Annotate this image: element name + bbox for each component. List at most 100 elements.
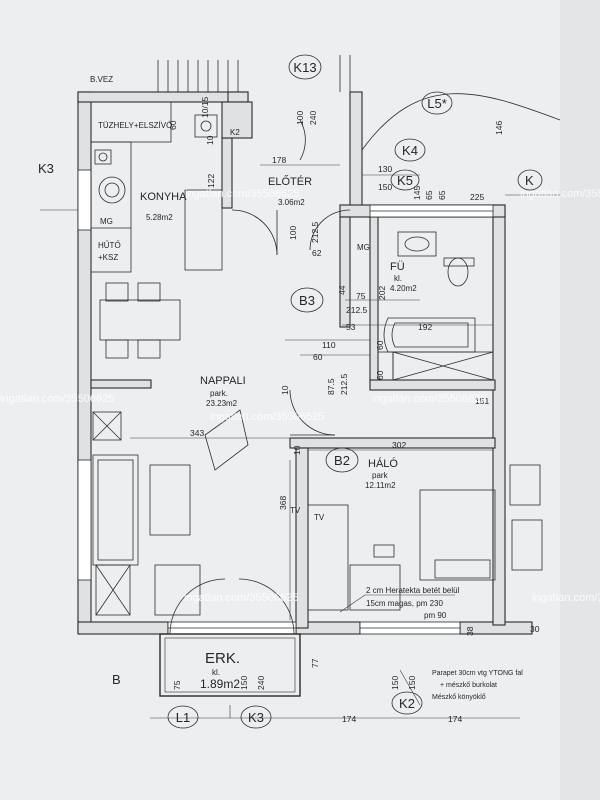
watermark: ingatlan.com/35506625 <box>184 592 298 604</box>
dim-75-b: 75 <box>172 680 182 690</box>
grid-label-k-right: K <box>525 173 534 188</box>
dim-343: 343 <box>190 428 204 438</box>
dim-368: 368 <box>278 496 288 510</box>
note-heratekta-2: 15cm magas, pm 230 <box>366 599 443 608</box>
dim-10-a: 10 <box>280 385 290 395</box>
grid-label-k3-side: K3 <box>38 161 54 176</box>
dim-60-kitchen: 60 <box>168 120 178 130</box>
dim-122: 122 <box>206 174 216 188</box>
dim-202: 202 <box>377 286 387 300</box>
dim-30: 30 <box>530 624 540 634</box>
dim-212-5-c: 212.5 <box>339 373 349 395</box>
watermark: ingatlan.com/35506625 <box>185 188 299 200</box>
dim-150-c: 150 <box>390 676 400 690</box>
note-parapet-2: + mészkő burkolat <box>440 682 497 689</box>
marker-b3 <box>290 287 324 313</box>
dimension-lines <box>40 164 560 719</box>
watermark: ingatlan.com/35506625 <box>532 592 600 604</box>
dim-75: 75 <box>356 291 366 301</box>
dim-44: 44 <box>337 285 347 295</box>
watermark: ingatlan.com/35506625 <box>372 393 486 405</box>
room-fu-kl: kl. <box>394 274 402 283</box>
room-halo-name: HÁLÓ <box>368 457 398 470</box>
label-b: B <box>112 672 121 687</box>
dim-65: 65 <box>424 190 434 200</box>
dim-178: 178 <box>272 155 286 165</box>
dim-151: 151 <box>475 396 489 406</box>
dim-212-5-b: 212.5 <box>346 305 368 315</box>
dim-60-a: 60 <box>313 352 323 362</box>
grid-label-l5: L5* <box>427 96 447 111</box>
windows <box>77 169 494 635</box>
dim-10-top: 10 <box>205 135 215 145</box>
living-furniture <box>92 409 249 616</box>
bedroom-furniture <box>307 464 543 611</box>
room-fu-name: FÜ <box>390 261 405 273</box>
dim-38: 38 <box>465 626 475 636</box>
room-konyha-area: 5.28m2 <box>146 213 173 222</box>
bathroom-fixtures <box>377 231 494 381</box>
marker-k4 <box>394 138 426 162</box>
grid-label-k2: K2 <box>399 696 415 711</box>
marker-k13 <box>288 54 322 80</box>
room-eloter-area: 3.06m2 <box>278 198 305 207</box>
dim-100-top: 100 <box>295 111 305 125</box>
label-tv-living: TV <box>290 506 301 515</box>
room-halo-area: 12.11m2 <box>365 481 396 490</box>
label-tuzhely: TÜZHELY+ELSZÍVÓ <box>98 121 172 130</box>
marker-k3 <box>240 705 272 729</box>
dim-302: 302 <box>392 440 406 450</box>
marker-l5 <box>421 91 453 115</box>
label-mg-kitchen: MG <box>100 217 113 226</box>
marker-k5 <box>390 169 420 191</box>
dim-174-b: 174 <box>448 714 462 724</box>
note-parapet-3: Mészkő könyöklő <box>432 694 486 701</box>
dim-150-d: 150 <box>407 676 417 690</box>
note-parapet-1: Parapet 30cm vtg YTONG fal <box>432 670 523 677</box>
room-halo-floor: park <box>372 471 389 480</box>
grid-label-l1: L1 <box>176 710 190 725</box>
watermark: ingatlan.com/35506625 <box>520 188 600 200</box>
room-nappali-area: 23.23m2 <box>206 399 238 408</box>
label-tv-bedroom: TV <box>314 513 325 522</box>
grid-label-k4: K4 <box>402 143 418 158</box>
balcony <box>159 633 301 697</box>
dim-60-c: 60 <box>375 370 385 380</box>
dim-174-a: 174 <box>342 714 356 724</box>
grid-label-k13: K13 <box>293 60 316 75</box>
dimension-labels: 130 150 146 225 65 145 178 122 240 100 1… <box>168 96 540 724</box>
room-erk-kl: kl. <box>212 668 220 677</box>
dim-225: 225 <box>470 192 484 202</box>
label-huto: HŰTŐ <box>98 241 121 250</box>
dim-65-b: 65 <box>437 190 447 200</box>
dim-62: 62 <box>312 248 322 258</box>
grid-markers <box>167 54 543 729</box>
note-heratekta-1: 2 cm Heratekta betét belül <box>366 586 460 595</box>
room-nappali-name: NAPPALI <box>200 375 246 387</box>
dim-77: 77 <box>310 658 320 668</box>
dining-set <box>99 282 181 359</box>
paper-shadow <box>560 0 600 800</box>
room-fu-area: 4.20m2 <box>390 284 417 293</box>
marker-k2 <box>391 691 423 715</box>
dim-212-5-a: 212.5 <box>310 221 320 243</box>
stairs <box>157 55 351 92</box>
grid-label-k3: K3 <box>248 710 264 725</box>
dim-10-b: 10 <box>292 445 302 455</box>
dim-87-5: 87.5 <box>326 378 336 395</box>
dim-146: 146 <box>494 121 504 135</box>
dim-10-15: 10/15 <box>200 96 210 118</box>
dim-60-b: 60 <box>375 340 385 350</box>
dim-100: 100 <box>288 226 298 240</box>
dim-130: 130 <box>378 164 392 174</box>
marker-l1 <box>167 705 199 729</box>
label-mg-bath: MG <box>357 243 370 252</box>
dim-150-b: 150 <box>239 676 249 690</box>
label-k2-shaft: K2 <box>230 128 240 137</box>
label-b-vez: B.VEZ <box>90 75 113 84</box>
dim-110: 110 <box>322 340 336 350</box>
watermarks: ingatlan.com/35506625 ingatlan.com/35506… <box>0 188 600 604</box>
label-ksz: +KSZ <box>98 253 118 262</box>
marker-b2 <box>325 447 359 473</box>
